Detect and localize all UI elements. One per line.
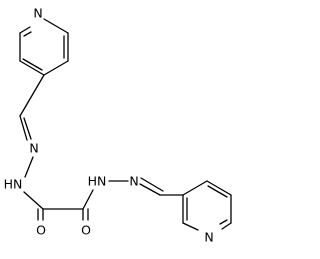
atom-label-nh-right: HN [88, 174, 107, 189]
bond [139, 183, 161, 196]
bond [19, 60, 45, 76]
bond [207, 185, 228, 198]
atom-label-o-left: O [36, 223, 46, 238]
bond [19, 115, 28, 141]
oxalyl-core: O O [36, 189, 94, 238]
bond [219, 219, 228, 225]
hydrazone-arm-right: HN N [88, 174, 184, 196]
molecule-svg: N N HN O O HN N [4, 6, 232, 245]
atom-label-n-ring-bottom: N [204, 230, 213, 245]
bond [221, 222, 232, 230]
atom-label-n-ring-top: N [33, 6, 42, 21]
hydrazone-arm-left: N HN [4, 74, 45, 210]
bond [43, 18, 69, 34]
bond [182, 222, 199, 231]
bond [182, 180, 208, 196]
bond [43, 60, 69, 76]
atom-label-nh-left: HN [4, 177, 23, 192]
atom-label-n-imine-left: N [29, 141, 38, 156]
structure-diagram: N N HN O O HN N [4, 6, 232, 245]
bond [22, 58, 43, 71]
bond [140, 177, 164, 192]
bond [23, 191, 44, 210]
bond [206, 180, 232, 196]
bond [19, 74, 45, 117]
atom-label-o-right: O [81, 223, 91, 238]
pyridine-ring-bottom: N [182, 180, 232, 245]
pyridine-ring-top: N [19, 6, 69, 76]
bond [23, 31, 32, 37]
atom-label-n-imine-right: N [129, 174, 138, 189]
bond [23, 117, 32, 140]
bond [19, 26, 31, 34]
bond [24, 156, 34, 178]
bond [82, 189, 94, 210]
